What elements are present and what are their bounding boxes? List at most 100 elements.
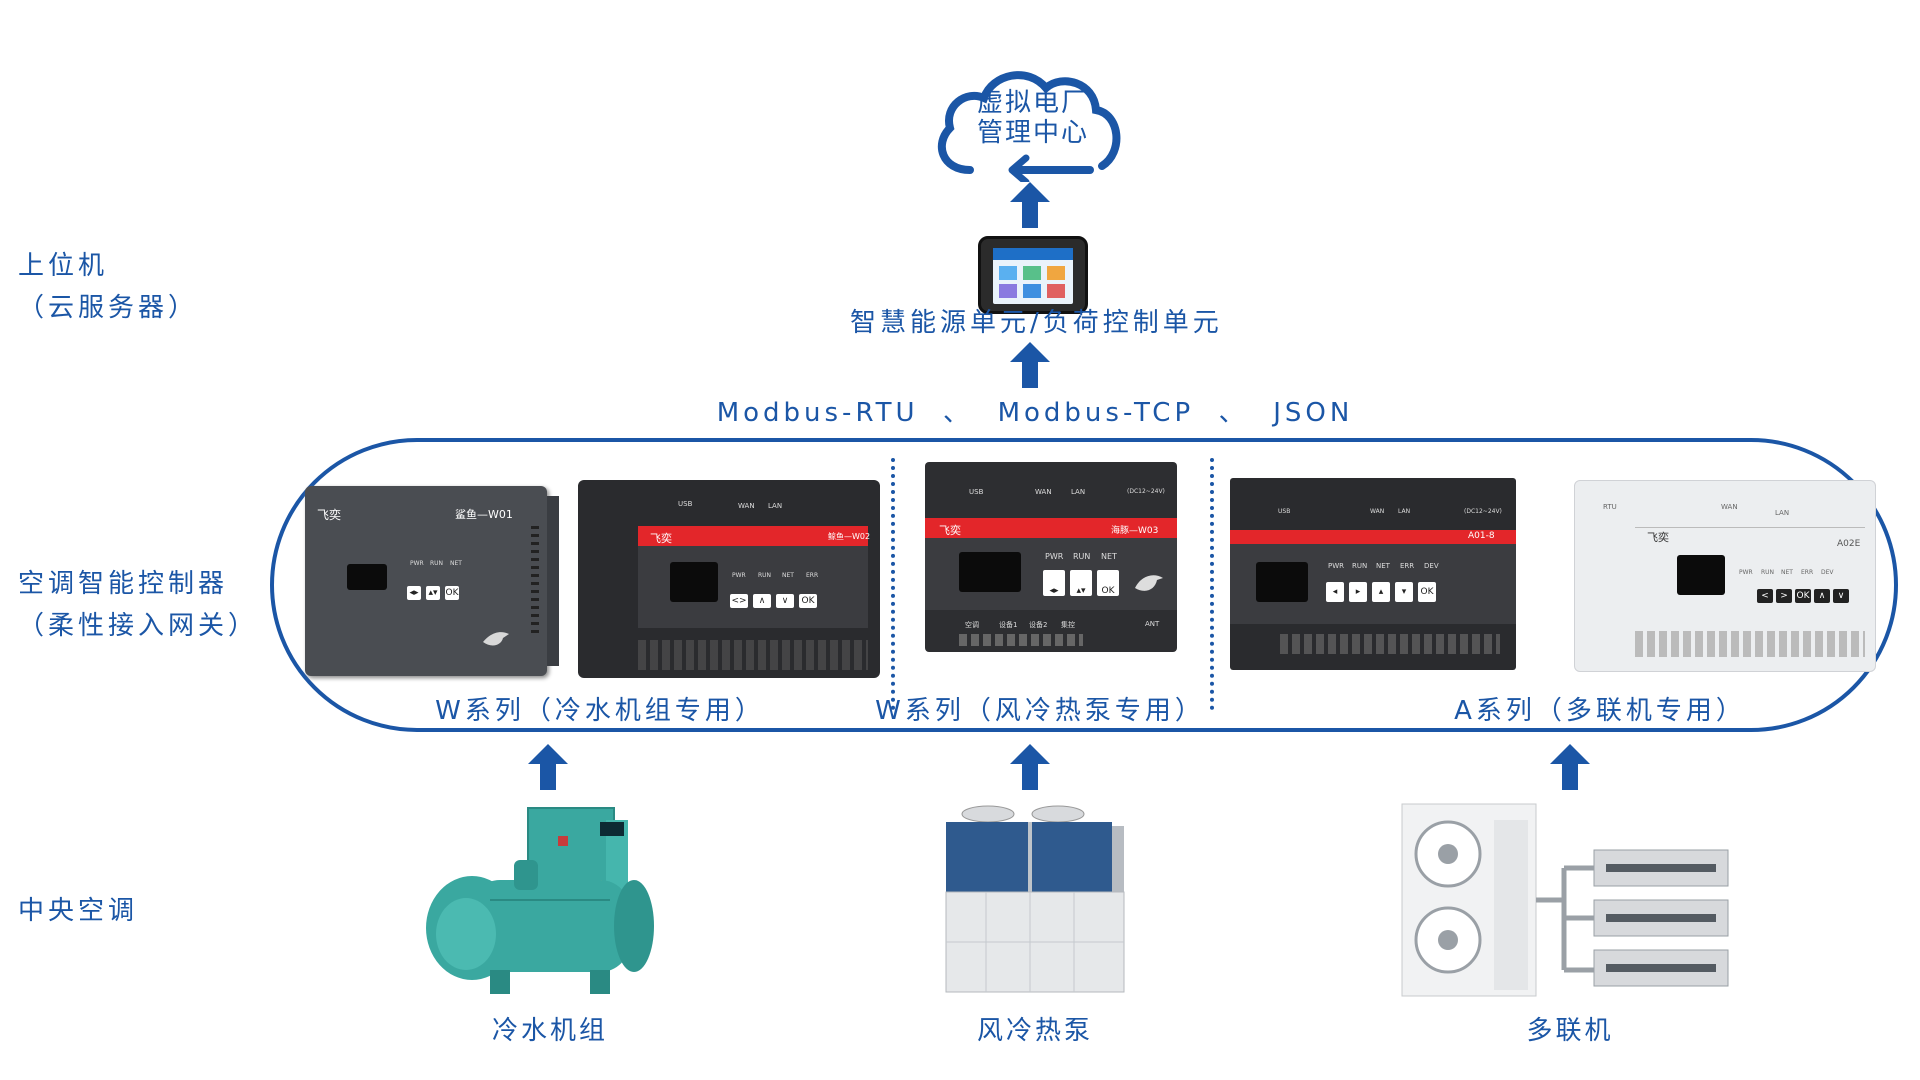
device-w03-button[interactable]: ▴▾ [1070, 570, 1092, 596]
chiller-image [426, 807, 654, 994]
device-a02-button[interactable]: OK [1795, 589, 1811, 603]
heat-pump-image [945, 805, 1125, 993]
device-w03-terminal: ANT [1145, 620, 1160, 628]
device-w02-port: USB [678, 500, 693, 508]
device-a02-port: WAN [1721, 503, 1738, 511]
cloud-label-line2: 管理中心 [976, 118, 1089, 148]
device-a01-port: LAN [1398, 508, 1411, 515]
device-a02-led: NET [1781, 569, 1793, 576]
device-w03-port: (DC12~24V) [1127, 488, 1165, 495]
cloud-icon [937, 71, 1121, 182]
device-a01-led: DEV [1424, 562, 1439, 570]
device-w02-led: ERR [806, 572, 819, 579]
device-w01-led: NET [450, 560, 462, 567]
controller-container [270, 438, 1898, 732]
device-w02-brand: 飞奕 [650, 532, 672, 545]
device-w03-terminal: 设备1 [999, 621, 1018, 629]
up-arrow-icon [1550, 744, 1590, 790]
device-a01-button[interactable]: ▾ [1395, 582, 1413, 602]
energy-unit-tablet [978, 236, 1088, 314]
equipment-label-heatpump: 风冷热泵 [976, 1016, 1093, 1046]
cloud-label-line1: 虚拟电厂 [976, 88, 1089, 118]
separator-line [891, 458, 895, 710]
device-a02-brand: 飞奕 [1647, 531, 1669, 544]
device-w02-button[interactable]: ∨ [776, 594, 794, 608]
up-arrow-icon [1010, 342, 1050, 388]
up-arrow-icon [528, 744, 568, 790]
vrf-image [1401, 803, 1729, 997]
protocols-label: Modbus-RTU 、 Modbus-TCP 、 JSON [716, 398, 1354, 428]
device-w01-screen [347, 564, 387, 590]
device-w03-led: RUN [1073, 552, 1091, 561]
equipment-label-chiller: 冷水机组 [491, 1016, 608, 1046]
device-a02: RTU WAN LAN 飞奕 A02E PWR RUN NET ERR DEV … [1574, 480, 1876, 672]
device-w02-led: RUN [758, 572, 772, 579]
up-arrow-icon [1010, 182, 1050, 228]
device-a02-led: ERR [1801, 569, 1814, 576]
device-a01-button[interactable]: OK [1418, 582, 1436, 602]
device-a01-button[interactable]: ▸ [1349, 582, 1367, 602]
device-w02-button[interactable]: OK [799, 594, 817, 608]
device-a02-button[interactable]: ∨ [1833, 589, 1849, 603]
device-w01-button[interactable]: OK [445, 586, 459, 600]
device-a02-button[interactable]: > [1776, 589, 1792, 603]
device-a01-model: A01-8 [1468, 531, 1495, 541]
device-w01-button[interactable]: ▴▾ [426, 586, 440, 600]
device-a02-button[interactable]: ∧ [1814, 589, 1830, 603]
equipment-label-vrf: 多联机 [1526, 1016, 1614, 1046]
device-w02-button[interactable]: ∧ [753, 594, 771, 608]
device-a01-port: (DC12~24V) [1464, 508, 1502, 515]
device-a01-led: PWR [1328, 562, 1345, 570]
device-a01-led: RUN [1352, 562, 1368, 570]
device-w03-terminal: 设备2 [1029, 621, 1048, 629]
device-w03-screen [959, 552, 1021, 592]
device-w02-button[interactable]: <> [730, 594, 748, 608]
device-a01-screen [1256, 562, 1308, 602]
device-w03-button[interactable]: OK [1097, 570, 1119, 596]
layer-label-upper-line1: 上位机 [18, 251, 109, 281]
series-label-a-vrf: A系列（多联机专用） [1454, 696, 1746, 726]
layer-label-central: 中央空调 [18, 896, 139, 926]
device-w02-screen [670, 562, 718, 602]
layer-label-upper: 上位机 （云服务器） [18, 245, 198, 329]
device-a01: USB WAN LAN (DC12~24V) A01-8 PWR RUN NET… [1230, 478, 1516, 670]
device-w03-button[interactable]: ◂▸ [1043, 570, 1065, 596]
device-a02-port: RTU [1603, 503, 1617, 511]
device-a02-led: DEV [1821, 569, 1834, 576]
device-w01-button[interactable]: ◂▸ [407, 586, 421, 600]
device-w01-led: RUN [430, 560, 444, 567]
series-label-w-chiller: W系列（冷水机组专用） [435, 696, 765, 726]
device-a01-led: NET [1376, 562, 1390, 570]
dolphin-logo-icon [1135, 575, 1163, 591]
up-arrow-icon [1010, 744, 1050, 790]
device-a01-led: ERR [1400, 562, 1415, 570]
device-w03-led: PWR [1045, 552, 1064, 561]
shark-logo-icon [483, 632, 509, 646]
device-a02-led: PWR [1739, 569, 1753, 576]
device-w03-brand: 飞奕 [939, 524, 961, 537]
layer-label-controller-line2: （柔性接入网关） [18, 611, 259, 641]
device-w02-model: 鲸鱼—W02 [828, 532, 871, 541]
device-w03-terminal: 集控 [1061, 621, 1075, 629]
device-w03-terminal: 空调 [965, 621, 979, 629]
device-a01-port: USB [1278, 508, 1291, 515]
separator-line [1210, 458, 1214, 710]
device-w03-model: 海豚—W03 [1111, 526, 1159, 536]
device-a01-button[interactable]: ◂ [1326, 582, 1344, 602]
device-w01: 飞奕 鲨鱼—W01 PWR RUN NET ◂▸ ▴▾ OK [305, 486, 559, 676]
device-w02-port: LAN [768, 502, 783, 510]
device-a01-button[interactable]: ▴ [1372, 582, 1390, 602]
device-w03-port: USB [969, 488, 984, 496]
device-w02-port: WAN [738, 502, 755, 510]
device-a02-model: A02E [1837, 539, 1861, 549]
layer-label-controller: 空调智能控制器 （柔性接入网关） [18, 563, 258, 647]
device-a02-button[interactable]: < [1757, 589, 1773, 603]
device-w01-led: PWR [410, 560, 424, 567]
device-a02-screen [1677, 555, 1725, 595]
layer-label-controller-line1: 空调智能控制器 [18, 569, 229, 599]
energy-unit-label: 智慧能源单元/负荷控制单元 [850, 308, 1223, 338]
layer-label-upper-line2: （云服务器） [18, 293, 199, 323]
device-a01-port: WAN [1370, 508, 1385, 515]
device-a02-led: RUN [1761, 569, 1775, 576]
device-w01-brand: 飞奕 [317, 508, 342, 522]
